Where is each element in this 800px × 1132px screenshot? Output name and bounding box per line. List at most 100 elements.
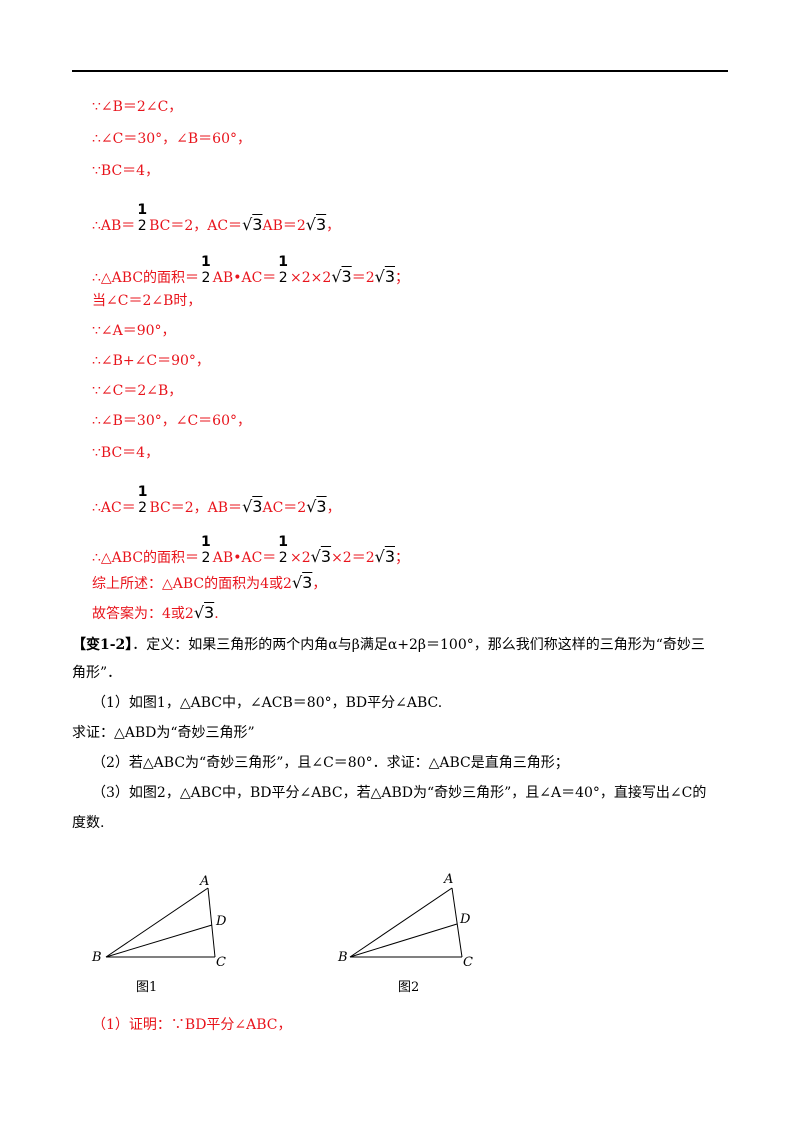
text: ；: [395, 270, 410, 286]
fraction-denominator: 2: [278, 550, 288, 566]
fig1-label-a: A: [200, 874, 210, 889]
summary-line: 综上所述：△ABC的面积为4或2√3，: [92, 574, 326, 593]
fraction-denominator: 2: [201, 270, 211, 286]
sqrt-symbol: √3: [242, 215, 263, 234]
radicand: 3: [252, 497, 263, 516]
fig1-label-c: C: [216, 955, 226, 970]
question-2: （2）若△ABC为“奇妙三角形”，且∠C＝80°．求证：△ABC是直角三角形；: [92, 755, 569, 771]
segment-ba: [105, 887, 209, 958]
sqrt-symbol: √3: [305, 215, 327, 234]
question-3: （3）如图2，△ABC中，BD平分∠ABC，若△ABD为“奇妙三角形”，且∠A＝…: [92, 785, 707, 801]
solution-line: ∵∠B＝2∠C，: [92, 99, 183, 115]
proof-start: （1）证明：∵BD平分∠ABC，: [92, 1017, 292, 1033]
question-3-cont: 度数.: [72, 815, 105, 831]
text: ∴△ABC的面积＝: [92, 550, 200, 566]
fig2-label-b: B: [338, 950, 348, 965]
solution-line: ∵BC＝4，: [92, 445, 160, 461]
sqrt-symbol: √3: [306, 497, 327, 516]
text: AB•AC＝: [212, 550, 277, 566]
text: ，: [312, 576, 327, 592]
problem-text: ．定义：如果三角形的两个内角α与β满足α+2β＝100°，那么我们称这样的三角形…: [132, 637, 705, 653]
radicand: 3: [384, 267, 396, 286]
fraction-denominator: 2: [278, 270, 288, 286]
solution-line: 当∠C＝2∠B时，: [92, 293, 202, 309]
radicand: 3: [316, 497, 327, 516]
fig2-label-d: D: [460, 912, 471, 927]
fig1-label-d: D: [216, 914, 227, 929]
text: ∴△ABC的面积＝: [92, 270, 200, 286]
segment-ac: [207, 887, 216, 958]
text: ×2: [290, 550, 311, 566]
text: ；: [395, 550, 409, 566]
solution-line: ∴∠B+∠C＝90°，: [92, 353, 210, 369]
fraction-numerator: 1: [278, 254, 289, 270]
fraction-numerator: 1: [137, 202, 148, 218]
header-rule: [72, 70, 728, 72]
text: ，: [326, 500, 341, 516]
sqrt-symbol: √3: [310, 547, 332, 566]
figure-1-triangle: [105, 887, 216, 958]
text: AC＝2: [262, 500, 307, 516]
text: ＝2: [351, 270, 375, 286]
sqrt-symbol: √3: [291, 573, 313, 592]
question-1-prove: 求证：△ABD为“奇妙三角形”: [72, 725, 255, 741]
radicand: 3: [320, 547, 332, 566]
fraction-numerator: 1: [201, 534, 211, 550]
fraction-numerator: 1: [278, 534, 289, 550]
figure-2-triangle: [349, 887, 463, 958]
solution-line: ∵∠C＝2∠B，: [92, 383, 183, 399]
problem-header: 【变1-2】．定义：如果三角形的两个内角α与β满足α+2β＝100°，那么我们称…: [72, 636, 705, 654]
problem-text-cont: 角形”．: [72, 665, 122, 681]
answer-line: 故答案为：4或2√3.: [92, 604, 219, 623]
sqrt-symbol: √3: [374, 547, 395, 566]
sqrt-symbol: √3: [193, 603, 215, 622]
question-1: （1）如图1，△ABC中，∠ACB＝80°，BD平分∠ABC.: [92, 695, 443, 711]
segment-ba: [349, 887, 453, 958]
sqrt-symbol: √3: [374, 267, 396, 286]
text: .: [214, 606, 219, 622]
radicand: 3: [384, 547, 395, 566]
radicand: 3: [204, 603, 215, 622]
sqrt-symbol: √3: [331, 267, 352, 286]
problem-tag: 【变1-2】: [72, 637, 133, 653]
fraction-denominator: 2: [201, 550, 211, 566]
sqrt-symbol: √3: [242, 497, 263, 516]
text: ×2×2: [290, 270, 332, 286]
radicand: 3: [302, 573, 313, 592]
fig1-caption: 图1: [136, 980, 158, 995]
segment-bd: [349, 923, 458, 958]
fig2-label-c: C: [463, 955, 473, 970]
fig2-caption: 图2: [398, 980, 420, 995]
fig2-label-a: A: [444, 872, 454, 887]
text: AB＝2: [262, 218, 306, 234]
fraction-numerator: 1: [201, 254, 211, 270]
text: BC＝2，AC＝: [149, 218, 243, 234]
radicand: 3: [315, 215, 327, 234]
text: ，: [326, 218, 341, 234]
solution-line: ∵∠A＝90°，: [92, 323, 176, 339]
text: 故答案为：4或2: [92, 606, 194, 622]
fraction-denominator: 2: [137, 218, 147, 234]
text: 综上所述：△ABC的面积为4或2: [92, 576, 292, 592]
text: BC＝2，AB＝: [149, 500, 243, 516]
fraction-denominator: 2: [138, 500, 148, 516]
text: AB•AC＝: [212, 270, 277, 286]
text: ∴AB＝: [92, 218, 136, 234]
fig1-label-b: B: [92, 950, 102, 965]
radicand: 3: [341, 267, 352, 286]
solution-line: ∵BC＝4，: [92, 163, 160, 179]
solution-line: ∴∠B＝30°，∠C＝60°，: [92, 413, 251, 429]
text: ∴AC＝: [92, 500, 136, 516]
text: ×2＝2: [331, 550, 375, 566]
fraction-numerator: 1: [137, 484, 148, 500]
